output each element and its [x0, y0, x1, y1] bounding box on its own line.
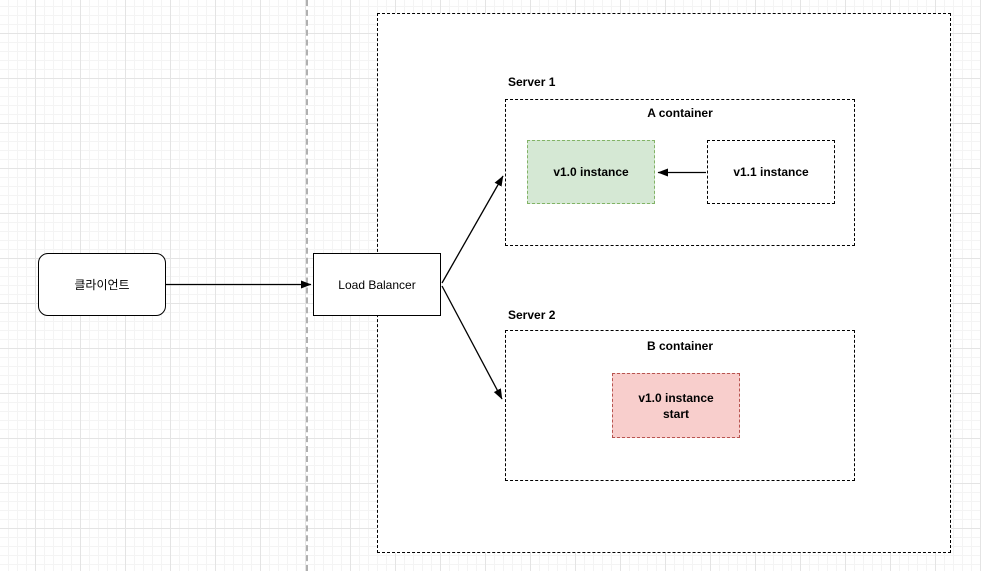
v10-instance-b-label: v1.0 instance start	[638, 390, 714, 421]
v10-instance-a-label: v1.0 instance	[553, 165, 629, 179]
server1-box[interactable]	[505, 99, 855, 246]
load-balancer-node[interactable]: Load Balancer	[313, 253, 441, 316]
client-label: 클라이언트	[74, 278, 130, 292]
vertical-guide-line	[306, 0, 308, 571]
load-balancer-label: Load Balancer	[338, 277, 416, 292]
v11-instance-a-node[interactable]: v1.1 instance	[707, 140, 835, 204]
client-node[interactable]: 클라이언트	[38, 253, 166, 316]
server1-label: Server 1	[508, 75, 556, 89]
server2-box[interactable]	[505, 330, 855, 481]
v11-instance-a-label: v1.1 instance	[733, 165, 809, 179]
container-b-label: B container	[646, 339, 713, 353]
v10-instance-b-node[interactable]: v1.0 instance start	[612, 373, 740, 438]
v10-instance-a-node[interactable]: v1.0 instance	[527, 140, 655, 204]
container-a-label: A container	[647, 106, 713, 120]
server2-label: Server 2	[508, 308, 556, 322]
